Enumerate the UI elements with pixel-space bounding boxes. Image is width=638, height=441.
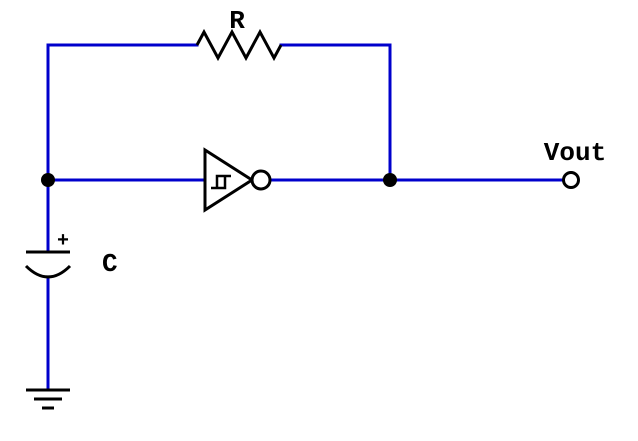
capacitor-plus-label: +: [57, 230, 69, 253]
resistor-label: R: [229, 6, 245, 36]
vout-label: Vout: [544, 138, 606, 168]
capacitor-label: C: [102, 249, 118, 279]
vout-terminal-icon: [562, 171, 580, 189]
inverter-bubble-icon: [250, 169, 272, 191]
resistor-zigzag: [195, 28, 283, 62]
ground-symbol-icon: [26, 388, 70, 410]
output-terminal: [562, 171, 580, 189]
schmitt-inverter: [203, 147, 272, 213]
hysteresis-icon: [211, 174, 231, 190]
capacitor-curved-plate: [24, 264, 72, 279]
junction-node-right: [383, 173, 397, 187]
junction-node-left: [41, 173, 55, 187]
capacitor: [24, 250, 72, 279]
wires: [46, 43, 566, 392]
junction-nodes: [41, 173, 397, 187]
resistor: [195, 28, 283, 62]
inverter-triangle: [203, 147, 255, 213]
